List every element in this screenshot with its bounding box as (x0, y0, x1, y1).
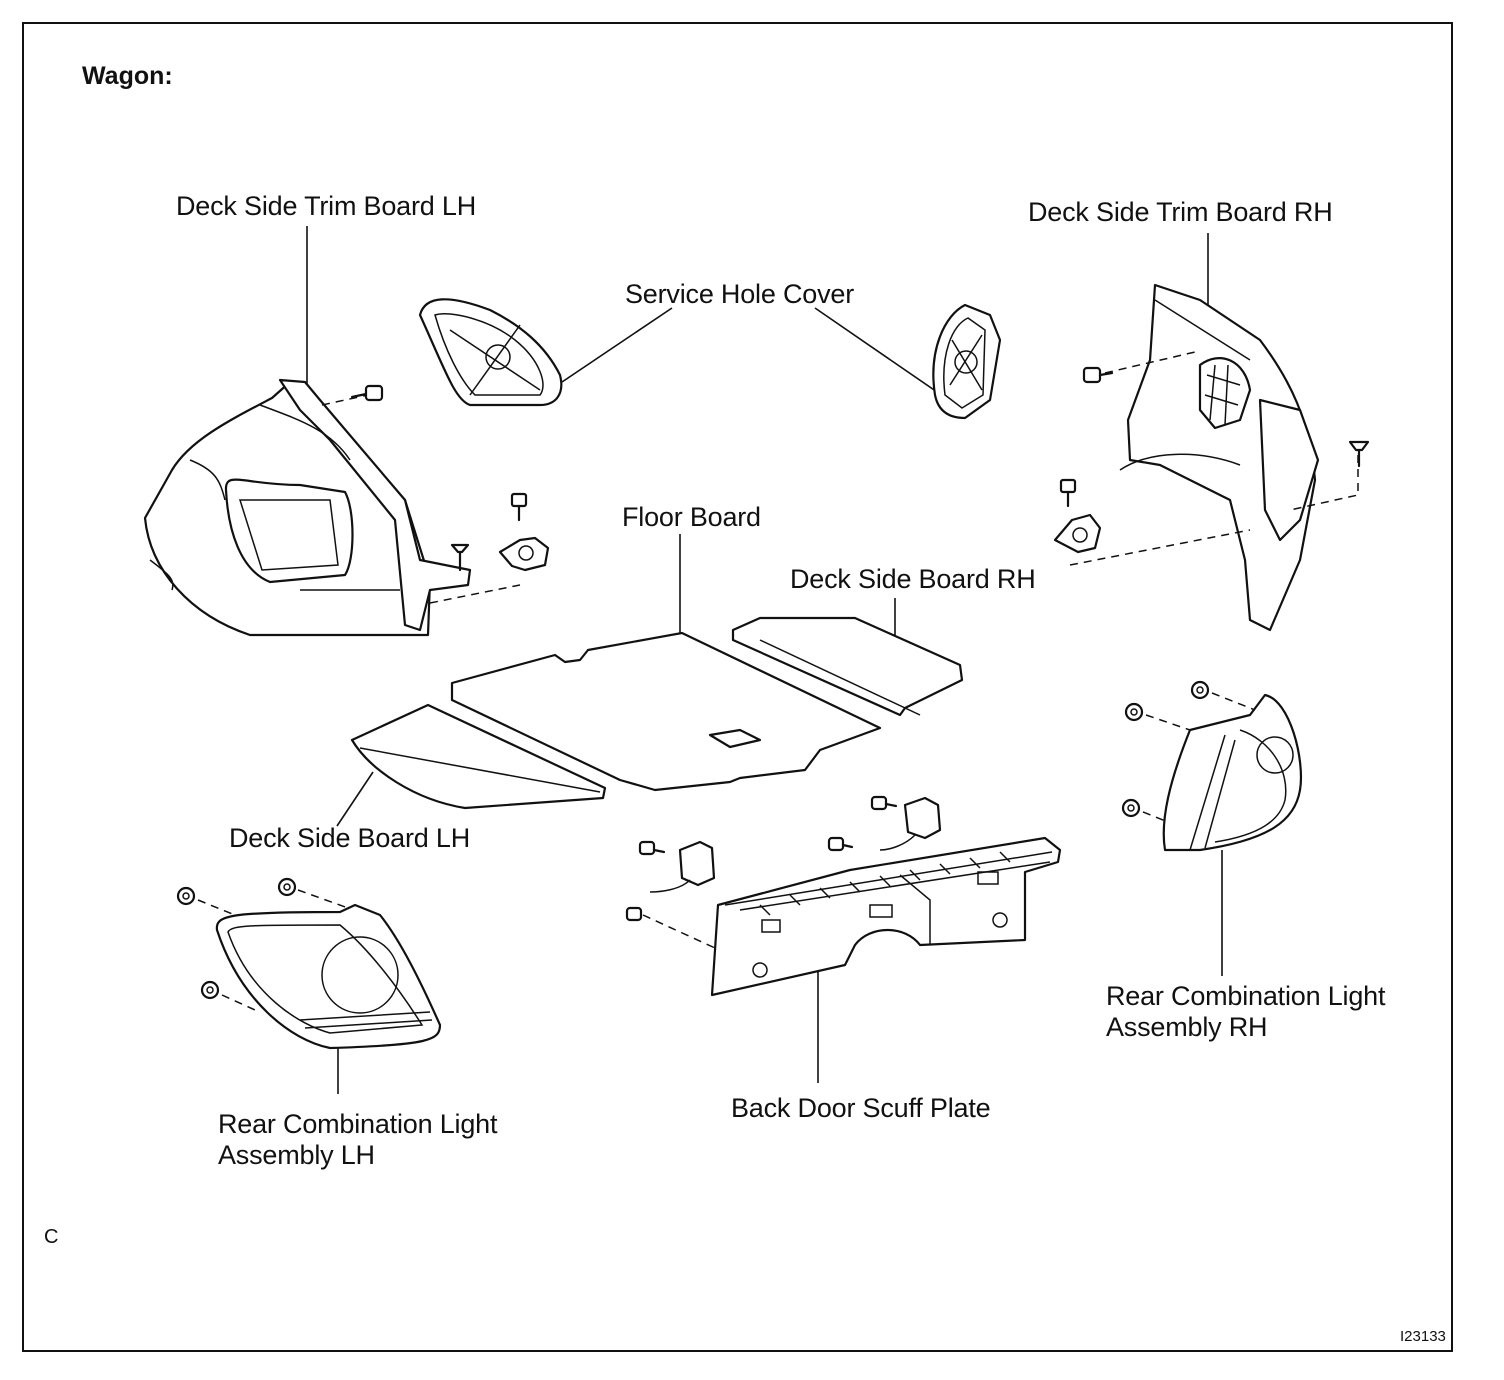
deck-side-trim-board-rh (1069, 283, 1359, 632)
label-deck-side-board-rh: Deck Side Board RH (790, 564, 1036, 594)
label-deck-side-trim-board-rh: Deck Side Trim Board RH (1028, 197, 1333, 227)
rear-combination-light-lh (176, 877, 442, 1050)
leader-lines (306, 226, 1223, 1094)
label-rear-light-lh-line2: Assembly LH (218, 1140, 375, 1170)
diagram-frame (22, 22, 1453, 1352)
label-service-hole-cover: Service Hole Cover (625, 279, 854, 309)
figure-id: I23133 (1400, 1328, 1446, 1345)
corner-mark: C (44, 1226, 59, 1248)
label-deck-side-trim-board-lh: Deck Side Trim Board LH (176, 191, 477, 221)
service-hole-cover-lh (418, 298, 563, 407)
deck-side-board-rh (731, 616, 964, 717)
label-floor-board: Floor Board (622, 502, 761, 532)
page-heading: Wagon: (82, 62, 173, 90)
deck-side-trim-board-lh (143, 378, 521, 637)
back-door-scuff-plate (710, 836, 1062, 997)
label-deck-side-board-lh: Deck Side Board LH (229, 823, 471, 853)
label-rear-light-rh-line2: Assembly RH (1106, 1012, 1268, 1042)
label-rear-light-lh-line1: Rear Combination Light (218, 1109, 498, 1139)
fasteners-lh (350, 384, 550, 572)
label-rear-light-rh-line1: Rear Combination Light (1106, 981, 1386, 1011)
rear-combination-light-rh (1121, 680, 1302, 852)
scuff-plate-fasteners (625, 795, 942, 949)
deck-side-board-lh (350, 703, 607, 810)
service-hole-cover-rh (932, 303, 1002, 420)
fasteners-rh (1053, 366, 1370, 554)
floor-board (450, 631, 882, 792)
label-back-door-scuff-plate: Back Door Scuff Plate (731, 1093, 991, 1123)
